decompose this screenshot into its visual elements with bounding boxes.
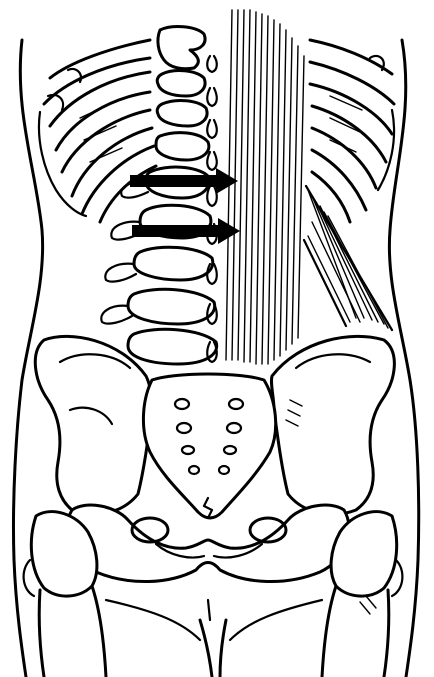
lower-body: [106, 600, 322, 677]
lumbar-spine: [101, 27, 216, 398]
left-rib-cage: [39, 40, 156, 222]
right-rib-cage: [310, 40, 394, 222]
